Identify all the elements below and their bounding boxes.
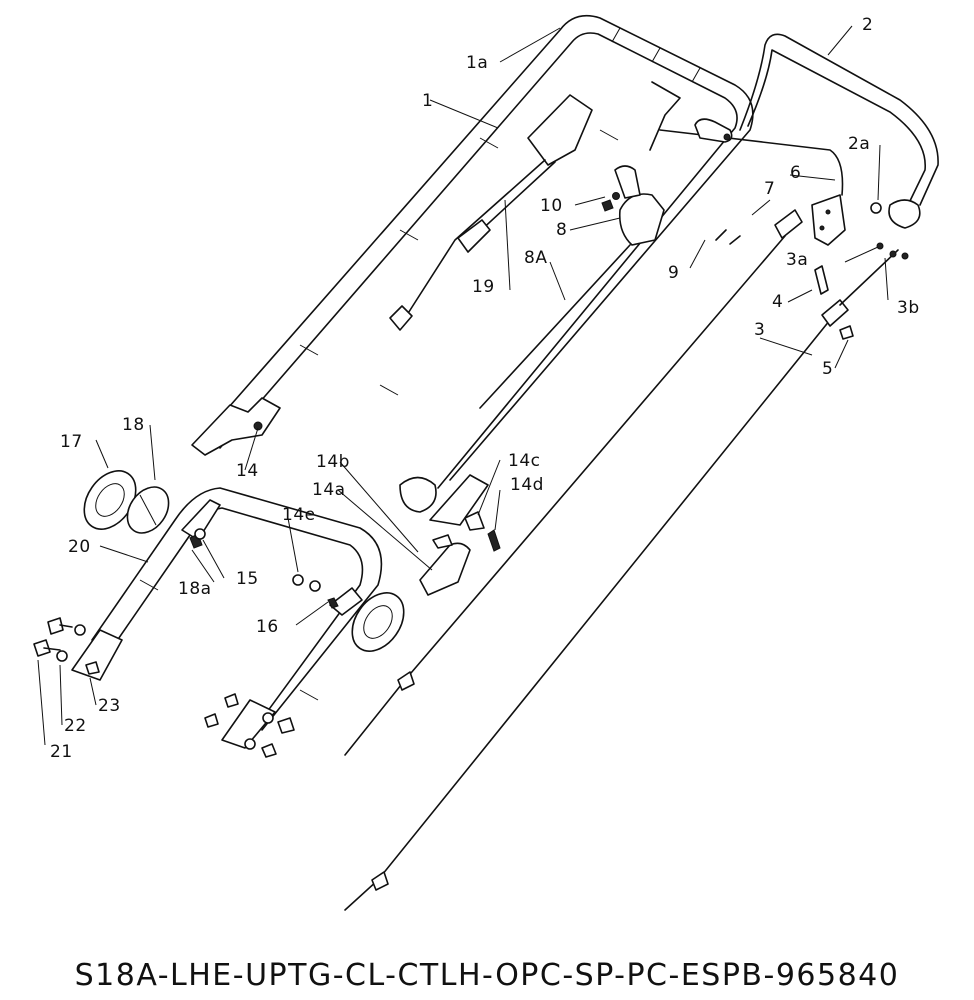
- label-14: 14: [236, 461, 259, 481]
- label-14d: 14d: [510, 475, 544, 495]
- bracket-part-6: [649, 81, 846, 246]
- part-labels: 1a 1 2 2a 6 7 10 8 8A 3a 9 19 4 3b 3 5 1…: [50, 15, 920, 762]
- label-19: 19: [472, 277, 495, 297]
- upper-handle-part-1: [191, 14, 754, 526]
- operator-bail-part-2: [739, 33, 939, 229]
- label-2a: 2a: [848, 134, 870, 154]
- latch-parts-14: [419, 511, 501, 596]
- label-3: 3: [754, 320, 765, 340]
- label-14e: 14e: [282, 505, 316, 525]
- label-16: 16: [256, 617, 279, 637]
- label-23: 23: [98, 696, 121, 716]
- leader-lines: [37, 25, 889, 746]
- label-14a: 14a: [312, 480, 346, 500]
- label-14b: 14b: [316, 452, 350, 472]
- knobs-part-16-17-18: [83, 470, 405, 652]
- hardware-parts-21-22-23: [33, 199, 882, 758]
- label-5: 5: [822, 359, 833, 379]
- label-22: 22: [64, 716, 87, 736]
- cables-part-3-7: [344, 209, 909, 911]
- label-15: 15: [236, 569, 259, 589]
- label-3b: 3b: [897, 298, 920, 318]
- label-8: 8: [556, 220, 567, 240]
- label-18: 18: [122, 415, 145, 435]
- label-17: 17: [60, 432, 83, 452]
- label-14c: 14c: [508, 451, 540, 471]
- label-10: 10: [540, 196, 563, 216]
- label-6: 6: [790, 163, 801, 183]
- lever-cable-part-19: [389, 94, 593, 331]
- label-18a: 18a: [178, 579, 212, 599]
- label-9: 9: [668, 263, 679, 283]
- label-21: 21: [50, 742, 73, 762]
- label-4: 4: [772, 292, 783, 312]
- label-8A: 8A: [524, 248, 547, 268]
- label-7: 7: [764, 179, 775, 199]
- label-1a: 1a: [466, 53, 488, 73]
- throttle-control-part-8: [479, 165, 665, 409]
- label-3a: 3a: [786, 250, 808, 270]
- label-1: 1: [422, 91, 433, 111]
- label-20: 20: [68, 537, 91, 557]
- label-2: 2: [862, 15, 873, 35]
- model-code: S18A-LHE-UPTG-CL-CTLH-OPC-SP-PC-ESPB-965…: [74, 958, 900, 993]
- lower-handle-part-20: [71, 487, 383, 749]
